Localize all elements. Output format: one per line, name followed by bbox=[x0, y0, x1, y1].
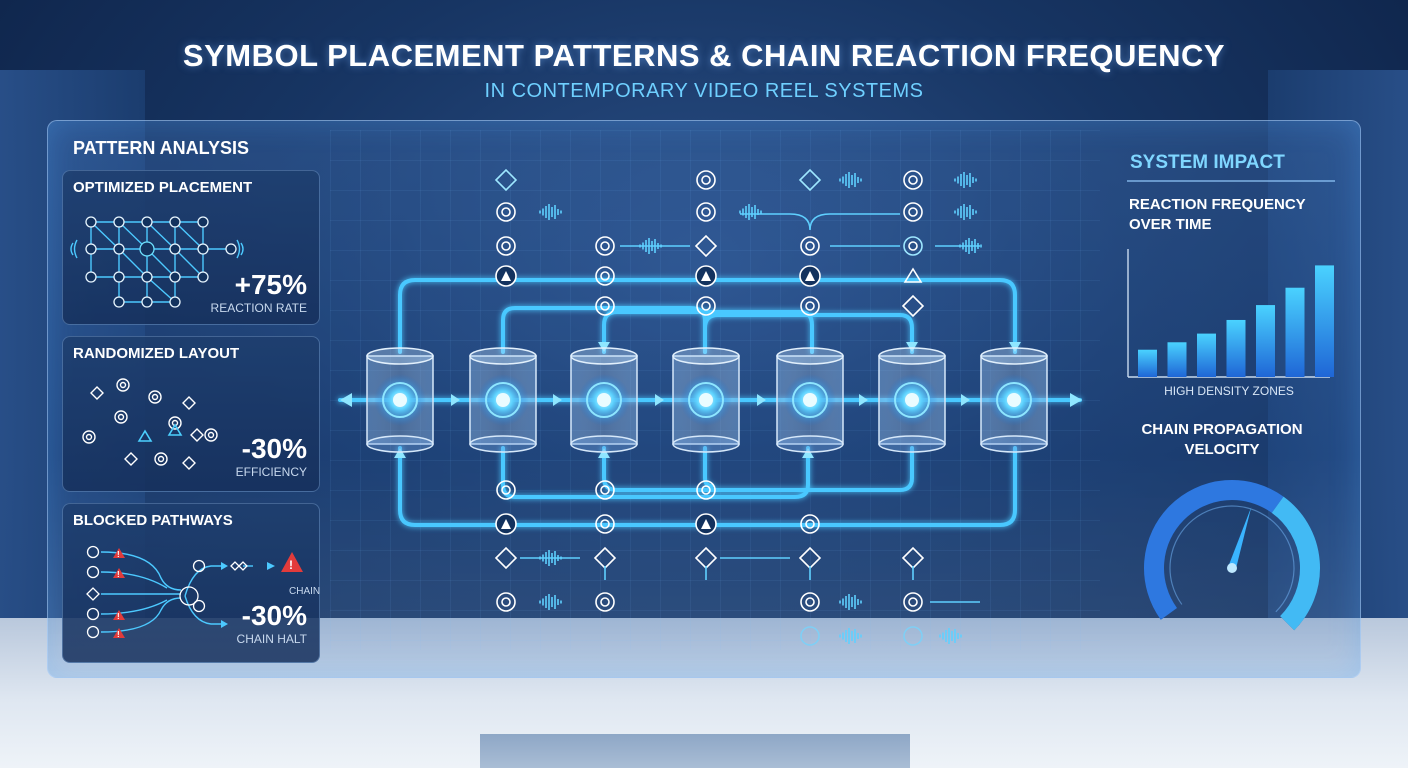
blocked-flow-diagram: !!!! ! bbox=[86, 545, 303, 639]
svg-text:!: ! bbox=[117, 550, 120, 559]
system-impact-heading: SYSTEM IMPACT bbox=[1130, 152, 1285, 173]
reel-cylinder-icon bbox=[366, 347, 434, 453]
waveform-icon bbox=[954, 172, 977, 188]
reel-cylinder-icon bbox=[878, 347, 946, 453]
gauge-high-zone bbox=[1271, 496, 1320, 631]
card-title: BLOCKED PATHWAYS bbox=[73, 512, 233, 529]
reel-chain-diagram bbox=[338, 168, 1082, 646]
chain-flow-label: CHAIN bbox=[289, 586, 321, 597]
reel-cylinder-icon bbox=[672, 347, 740, 453]
waveform-icon bbox=[539, 594, 562, 610]
frequency-bar bbox=[1315, 265, 1334, 377]
reel-cylinder-icon bbox=[570, 347, 638, 453]
pattern-analysis-heading: PATTERN ANALYSIS bbox=[73, 138, 250, 158]
frequency-bar bbox=[1167, 342, 1187, 377]
waveform-icon bbox=[954, 204, 977, 220]
chain-halt-caption: CHAIN HALT bbox=[236, 632, 307, 646]
waveform-icon bbox=[639, 238, 662, 254]
frequency-bar bbox=[1226, 319, 1246, 377]
frequency-bar bbox=[1197, 333, 1216, 377]
heading-divider bbox=[1127, 180, 1335, 182]
reaction-frequency-chart bbox=[1127, 249, 1334, 378]
reaction-rate-caption: REACTION RATE bbox=[210, 301, 307, 315]
efficiency-stat: -30% bbox=[241, 433, 307, 464]
waveform-icon bbox=[739, 204, 762, 220]
card-title: OPTIMIZED PLACEMENT bbox=[73, 179, 253, 196]
page-title: SYMBOL PLACEMENT PATTERNS & CHAIN REACTI… bbox=[182, 38, 1226, 73]
card-title: RANDOMIZED LAYOUT bbox=[73, 345, 240, 362]
chart-caption: HIGH DENSITY ZONES bbox=[1164, 384, 1294, 398]
waveform-icon bbox=[539, 550, 562, 566]
reel-cylinder-icon bbox=[980, 347, 1048, 453]
waveform-icon bbox=[539, 204, 562, 220]
svg-text:!: ! bbox=[289, 558, 293, 572]
gauge-fill bbox=[1144, 480, 1284, 620]
frequency-bar bbox=[1285, 287, 1305, 377]
waveform-icon bbox=[839, 628, 862, 644]
frequency-bar bbox=[1256, 305, 1275, 377]
gauge-needle bbox=[1228, 506, 1252, 570]
svg-text:!: ! bbox=[117, 570, 120, 579]
reaction-rate-stat: +75% bbox=[234, 269, 307, 300]
reaction-frequency-title: REACTION FREQUENCY OVER TIME bbox=[1129, 196, 1306, 233]
svg-text:!: ! bbox=[117, 630, 120, 639]
reel-cylinder-icon bbox=[776, 347, 844, 453]
scattered-symbols bbox=[82, 378, 218, 470]
waveform-icon bbox=[939, 628, 962, 644]
page-subtitle: IN CONTEMPORARY VIDEO REEL SYSTEMS bbox=[484, 80, 924, 102]
reel-cylinder-icon bbox=[469, 347, 537, 453]
randomized-layout-card: RANDOMIZED LAYOUT -30% EFFICIENCY bbox=[62, 336, 320, 492]
network-diagram bbox=[70, 216, 244, 308]
svg-text:!: ! bbox=[117, 612, 120, 621]
blocked-pathways-card: BLOCKED PATHWAYS !!!! ! bbox=[62, 503, 320, 663]
waveform-icon bbox=[839, 594, 862, 610]
gauge-hub bbox=[1227, 563, 1237, 573]
chain-propagation-title: CHAIN PROPAGATION VELOCITY bbox=[1141, 421, 1303, 458]
efficiency-caption: EFFICIENCY bbox=[235, 465, 307, 479]
velocity-gauge bbox=[1144, 480, 1320, 631]
optimized-placement-card: OPTIMIZED PLACEMENT +75% REACTION RATE bbox=[62, 170, 320, 325]
waveform-icon bbox=[959, 238, 982, 254]
chain-halt-stat: -30% bbox=[241, 600, 307, 631]
frequency-bar bbox=[1138, 349, 1157, 377]
gauge-inner-ring bbox=[1169, 505, 1295, 613]
waveform-icon bbox=[839, 172, 862, 188]
